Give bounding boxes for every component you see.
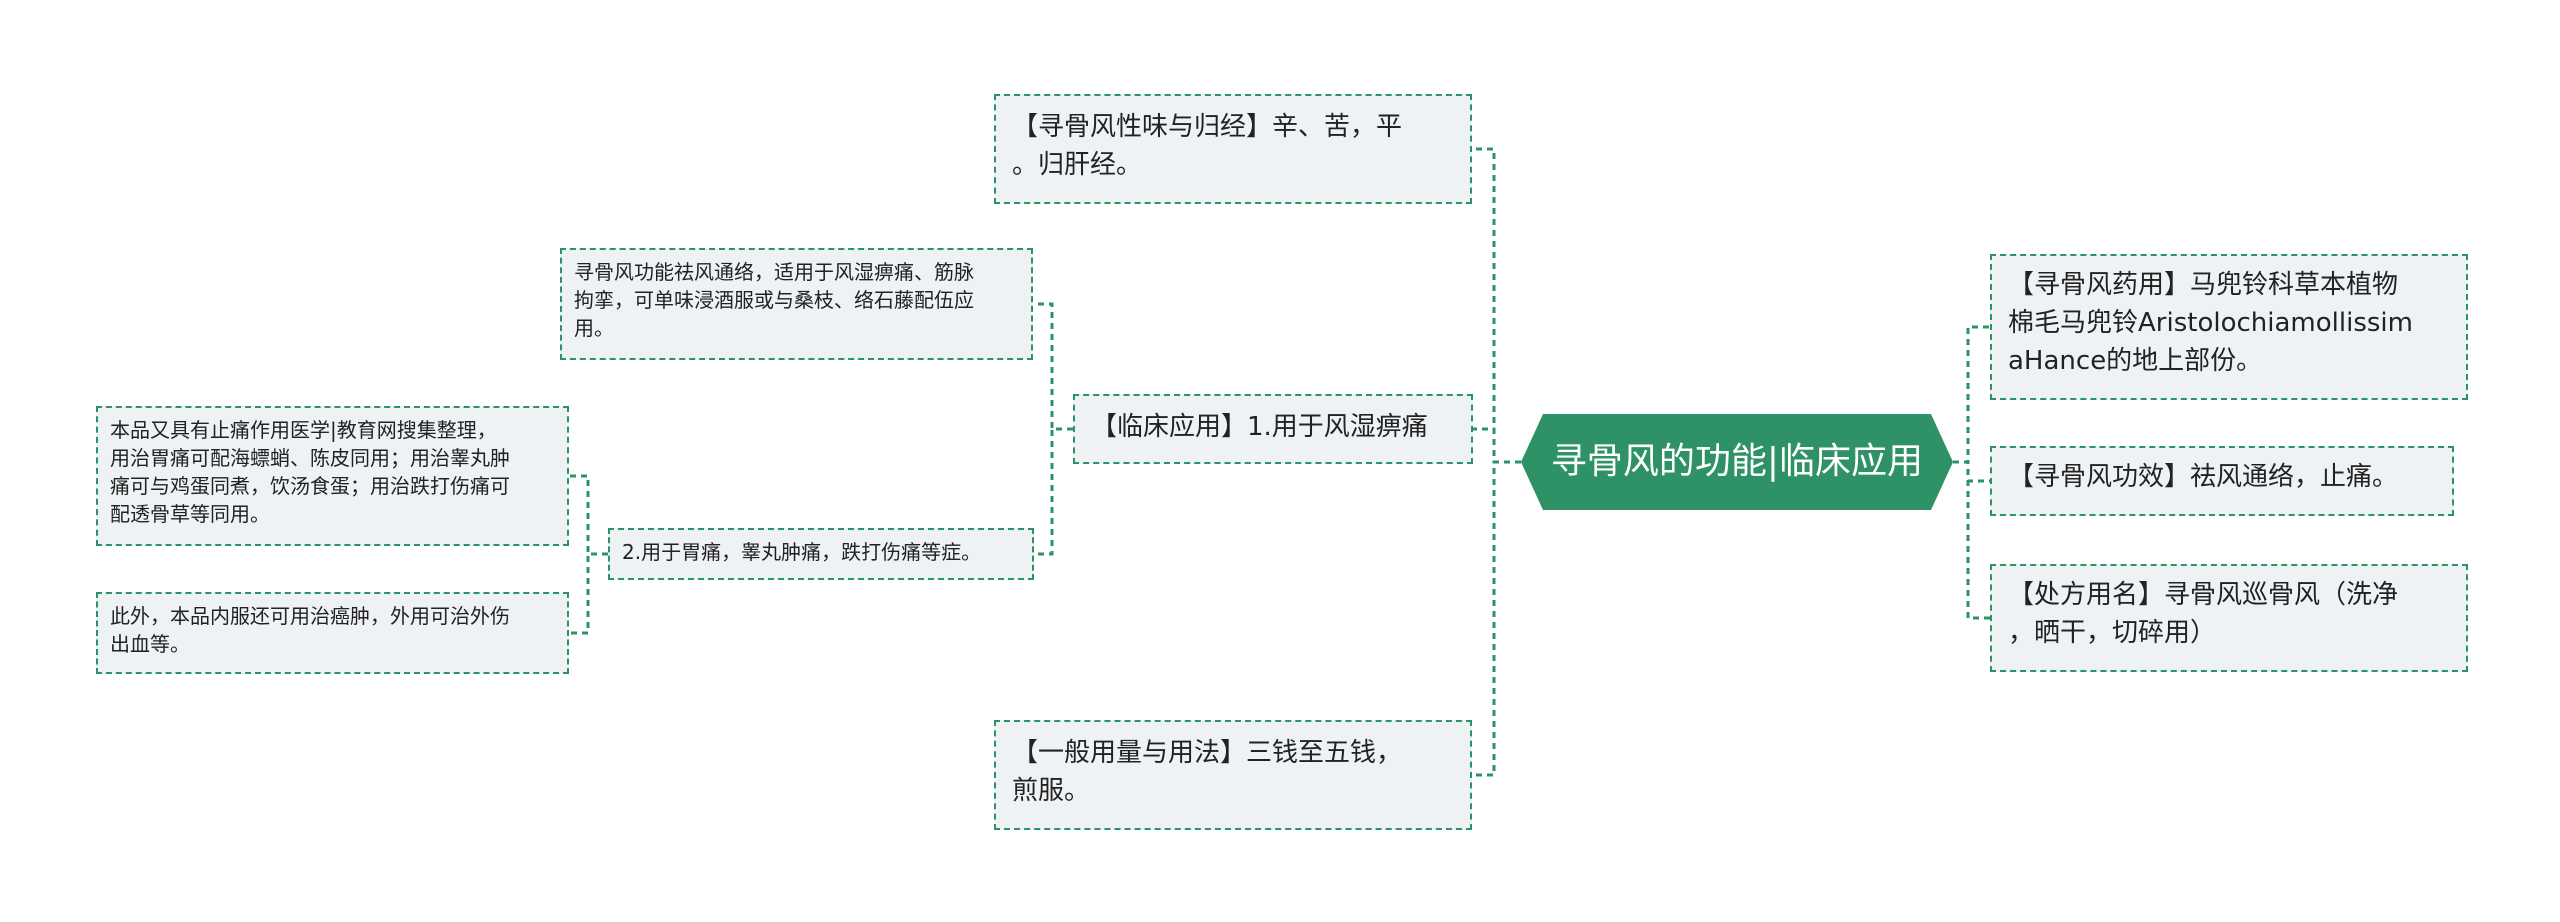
- connector-root-r0: [1953, 325, 1990, 464]
- clinical-stomach-pain[interactable]: 2.用于胃痛，睾丸肿痛，跌打伤痛等症。: [608, 528, 1034, 580]
- connector-root-r2: [1953, 460, 1990, 620]
- branch-efficacy[interactable]: 【寻骨风功效】祛风通络，止痛。: [1990, 446, 2454, 516]
- connector-root-l0: [1472, 147, 1521, 464]
- connector-clinical-c1: [1034, 427, 1073, 556]
- connector-root-r1: [1953, 460, 1990, 483]
- connector-clinical-c0: [1033, 302, 1073, 431]
- connector-stomach-g1: [569, 552, 608, 635]
- clinical-rheumatism-detail[interactable]: 寻骨风功能祛风通络，适用于风湿痹痛、筋脉 拘挛，可单味浸酒服或与桑枝、络石藤配伍…: [560, 248, 1033, 360]
- branch-clinical-application[interactable]: 【临床应用】1.用于风湿痹痛: [1073, 394, 1473, 464]
- stomach-pain-detail[interactable]: 本品又具有止痛作用医学|教育网搜集整理， 用治胃痛可配海螵蛸、陈皮同用；用治睾丸…: [96, 406, 569, 546]
- branch-dosage-usage[interactable]: 【一般用量与用法】三钱至五钱， 煎服。: [994, 720, 1472, 830]
- branch-prescription-names[interactable]: 【处方用名】寻骨风巡骨风（洗净 ，晒干，切碎用）: [1990, 564, 2468, 672]
- branch-medicinal-source[interactable]: 【寻骨风药用】马兜铃科草本植物 棉毛马兜铃Aristolochiamolliss…: [1990, 254, 2468, 400]
- tumor-bleeding-detail[interactable]: 此外，本品内服还可用治癌肿，外用可治外伤 出血等。: [96, 592, 569, 674]
- connector-root-l2: [1472, 460, 1521, 777]
- root-topic[interactable]: 寻骨风的功能|临床应用: [1521, 414, 1953, 510]
- branch-nature-meridian[interactable]: 【寻骨风性味与归经】辛、苦，平 。归肝经。: [994, 94, 1472, 204]
- connector-stomach-g0: [569, 474, 608, 556]
- connector-root-l1: [1473, 427, 1521, 464]
